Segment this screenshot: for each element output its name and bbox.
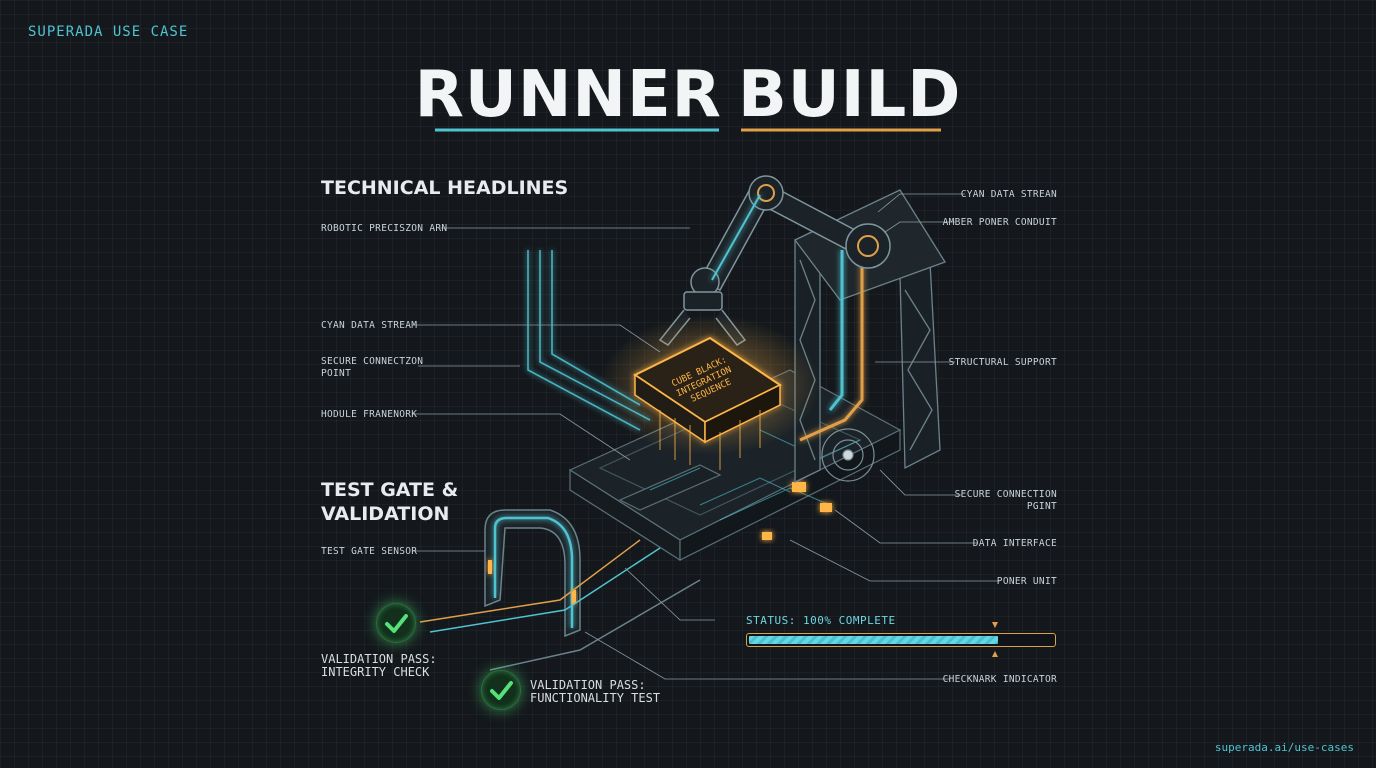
- progress-marker-bottom: [992, 651, 998, 657]
- gate-indicator-1: [488, 560, 492, 574]
- progress-bar: [746, 633, 1056, 647]
- test-gate-heading: TEST GATE & VALIDATION: [321, 479, 459, 525]
- gear: [821, 428, 875, 482]
- test-gate-glow: [493, 516, 574, 628]
- label-cyan-data-stream-right: CYAN DATA STREAN: [960, 189, 1057, 200]
- label-secure-connection-left: SECURE CONNECTZON POINT: [321, 356, 424, 379]
- progress-marker-top: [992, 622, 998, 628]
- footer-url[interactable]: superada.ai/use-cases: [1214, 741, 1354, 754]
- gate-rails: [419, 539, 701, 671]
- label-power-unit: PONER UNIT: [996, 576, 1057, 587]
- label-module-framework: HODULE FRANENORK: [321, 409, 418, 420]
- title-word-runner: RUNNER: [414, 58, 722, 132]
- circuit-traces: [649, 429, 861, 521]
- arm-cyan-line: [711, 194, 761, 281]
- power-chip-2: [820, 503, 832, 512]
- technical-headlines-heading: TECHNICAL HEADLINES: [321, 177, 569, 199]
- test-gate: [484, 509, 581, 638]
- validation-pass-integrity: VALIDATION PASS: INTEGRITY CHECK: [321, 652, 437, 679]
- label-robotic-arm: ROBOTIC PRECISZON ARN: [321, 223, 448, 234]
- cyan-data-streams: [527, 250, 651, 431]
- chip-pins: [659, 410, 761, 470]
- status-text: STATUS: 100% COMPLETE: [746, 614, 896, 627]
- label-checkmark-indicator: CHECKNARK INDICATOR: [942, 674, 1057, 685]
- gate-indicator-2: [572, 590, 576, 604]
- label-structural-support: STRUCTURAL SUPPORT: [948, 357, 1057, 368]
- integration-chip: [633, 336, 782, 444]
- label-data-interface: DATA INTERFACE: [972, 538, 1057, 549]
- check-icon-functionality: [481, 670, 521, 710]
- cyan-conduit: [828, 250, 844, 411]
- check-icon-integrity: [376, 603, 416, 643]
- label-test-gate-sensor: TEST GATE SENSOR: [321, 546, 418, 557]
- progress-bar-fill: [749, 636, 998, 644]
- amber-conduit: [799, 250, 864, 442]
- brand-label: SUPERADA USE CASE: [28, 24, 189, 40]
- title-word-build: BUILD: [737, 58, 962, 132]
- leader-lines: [412, 193, 1000, 680]
- power-chip-1: [792, 482, 806, 492]
- label-secure-connection-right: SECURE CONNECTION PGINT: [954, 489, 1057, 512]
- label-cyan-data-stream-left: CYAN DATA STREAM: [321, 320, 418, 331]
- label-amber-power-conduit: AMBER PONER CONDUIT: [942, 217, 1057, 228]
- validation-pass-functionality: VALIDATION PASS: FUNCTIONALITY TEST: [530, 678, 661, 705]
- power-chip-3: [762, 532, 772, 540]
